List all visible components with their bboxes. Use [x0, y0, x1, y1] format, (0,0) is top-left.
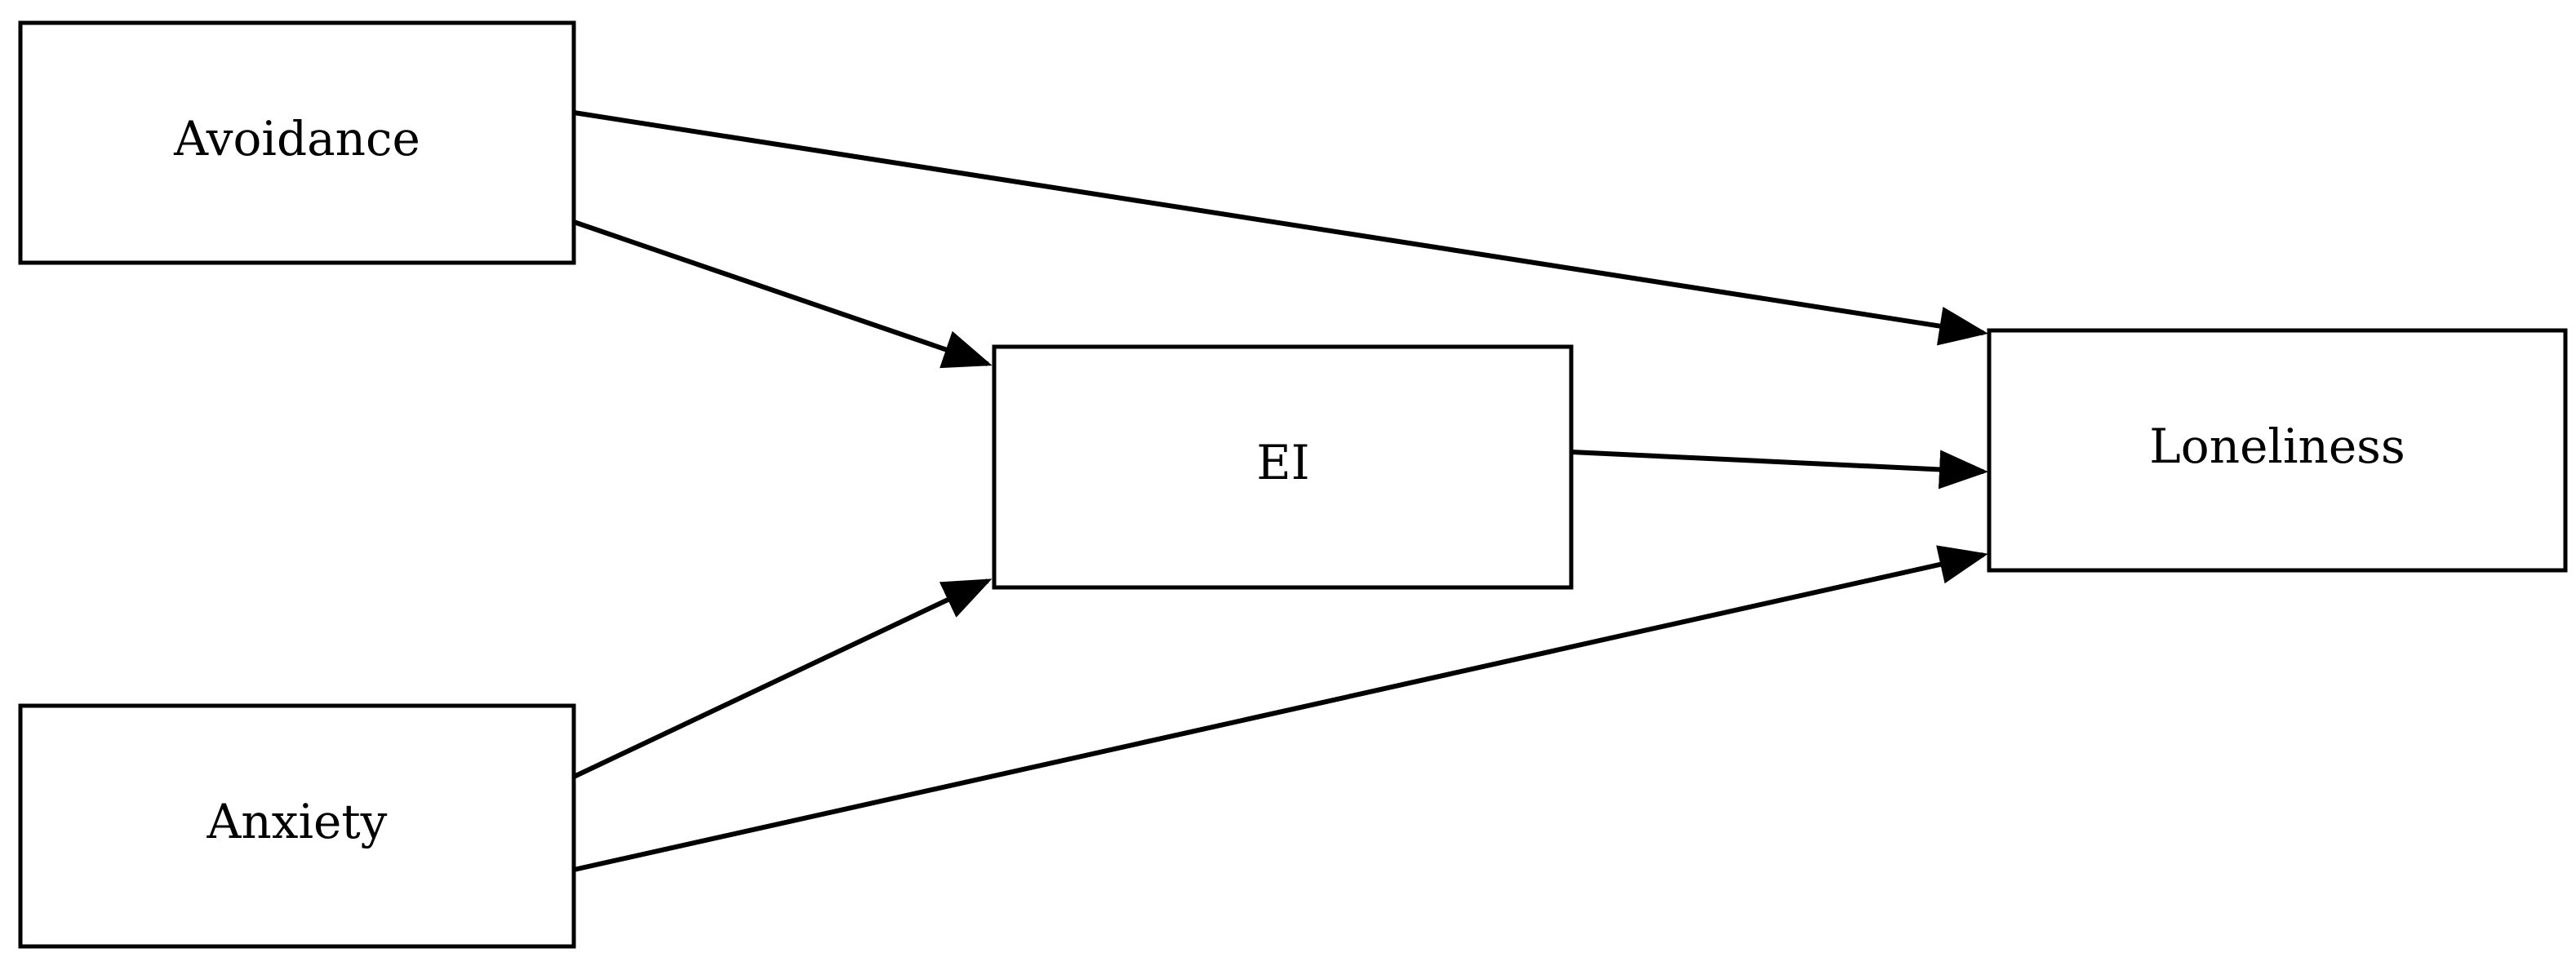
edge-avoidance-to-ei: [573, 219, 993, 369]
edge-avoidance-to-loneliness: [573, 110, 1988, 346]
edge-ei-to-loneliness: [1570, 450, 1988, 490]
node-anxiety: Anxiety: [18, 703, 576, 949]
node-ei: EI: [992, 344, 1574, 590]
node-loneliness-box: [1987, 328, 2568, 573]
edge-anxiety-to-loneliness: [573, 545, 1988, 872]
node-ei-label: EI: [1256, 435, 1309, 490]
node-avoidance: Avoidance: [18, 20, 576, 265]
node-loneliness: Loneliness: [1987, 328, 2568, 573]
node-anxiety-box: [18, 703, 576, 949]
node-anxiety-label: Anxiety: [207, 794, 388, 849]
edge-anxiety-to-ei: [572, 578, 993, 779]
node-loneliness-label: Loneliness: [2149, 419, 2405, 474]
node-avoidance-label: Avoidance: [173, 111, 420, 166]
node-ei-box: [992, 344, 1574, 590]
node-avoidance-box: [18, 20, 576, 265]
